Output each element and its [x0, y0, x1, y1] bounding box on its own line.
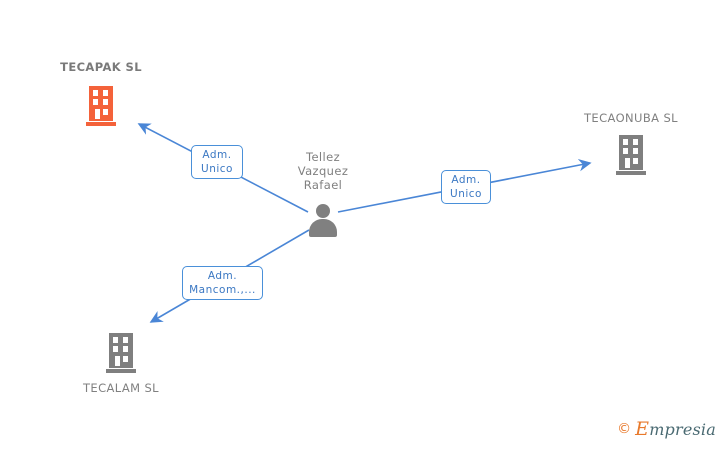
- person-head: [316, 204, 330, 218]
- building-icon: [616, 133, 646, 175]
- building-window: [113, 346, 118, 352]
- node-label-tecaonuba: TECAONUBA SL: [584, 111, 678, 125]
- brand-rest: mpresia: [649, 420, 716, 439]
- node-icon-wrap-tecaonuba: [611, 133, 651, 175]
- edge-label-tecaonuba-line2: Unico: [450, 188, 482, 200]
- edge-label-tecaonuba[interactable]: Adm. Unico: [441, 170, 491, 204]
- building-window: [103, 109, 108, 115]
- building-door: [115, 356, 120, 366]
- building-window: [123, 346, 128, 352]
- node-icon-wrap-tecapak: [81, 84, 121, 126]
- building-icon: [86, 84, 116, 126]
- edge-label-tecalam-line1: Adm.: [207, 270, 238, 282]
- building-window: [103, 90, 108, 96]
- node-tecaonuba[interactable]: TECAONUBA SL: [551, 111, 711, 175]
- edge-label-tecapak-line1: Adm.: [202, 149, 232, 161]
- building-window: [113, 337, 118, 343]
- building-window: [93, 90, 98, 96]
- building-window: [93, 99, 98, 105]
- building-window: [123, 356, 128, 362]
- center-person-name-line2: Vazquez: [297, 164, 349, 178]
- building-base: [106, 369, 136, 373]
- center-person-name-line1: Tellez: [305, 150, 341, 164]
- building-base: [616, 171, 646, 175]
- building-window: [633, 148, 638, 154]
- copyright-icon: ©: [617, 421, 632, 437]
- person-torso: [309, 219, 337, 237]
- node-label-tecalam: TECALAM SL: [82, 381, 159, 395]
- building-window: [623, 139, 628, 145]
- node-label-tecapak: TECAPAK SL: [60, 60, 142, 74]
- building-door: [625, 158, 630, 168]
- building-window: [103, 99, 108, 105]
- building-window: [623, 148, 628, 154]
- edge-label-tecalam[interactable]: Adm. Mancom.,...: [182, 266, 263, 300]
- building-window: [123, 337, 128, 343]
- node-center-person[interactable]: Tellez Vazquez Rafael: [243, 150, 403, 244]
- building-icon: [106, 331, 136, 373]
- edge-label-tecapak[interactable]: Adm. Unico: [191, 145, 243, 179]
- edge-label-tecalam-line2: Mancom.,...: [189, 284, 256, 296]
- brand-initial: E: [635, 418, 650, 440]
- building-window: [633, 139, 638, 145]
- empresia-watermark: © Empresia: [617, 418, 716, 440]
- person-icon: [308, 204, 338, 237]
- building-base: [86, 122, 116, 126]
- center-person-name-line3: Rafael: [303, 178, 343, 192]
- edge-label-tecapak-line2: Unico: [201, 163, 233, 175]
- edge-label-tecaonuba-line1: Adm.: [451, 174, 481, 186]
- node-tecapak[interactable]: TECAPAK SL: [21, 60, 181, 126]
- center-person-icon-wrap: [303, 202, 343, 244]
- node-tecalam[interactable]: TECALAM SL: [41, 331, 201, 395]
- building-window: [633, 158, 638, 164]
- building-door: [95, 109, 100, 119]
- brand-name: Empresia: [635, 418, 716, 440]
- node-icon-wrap-tecalam: [101, 331, 141, 373]
